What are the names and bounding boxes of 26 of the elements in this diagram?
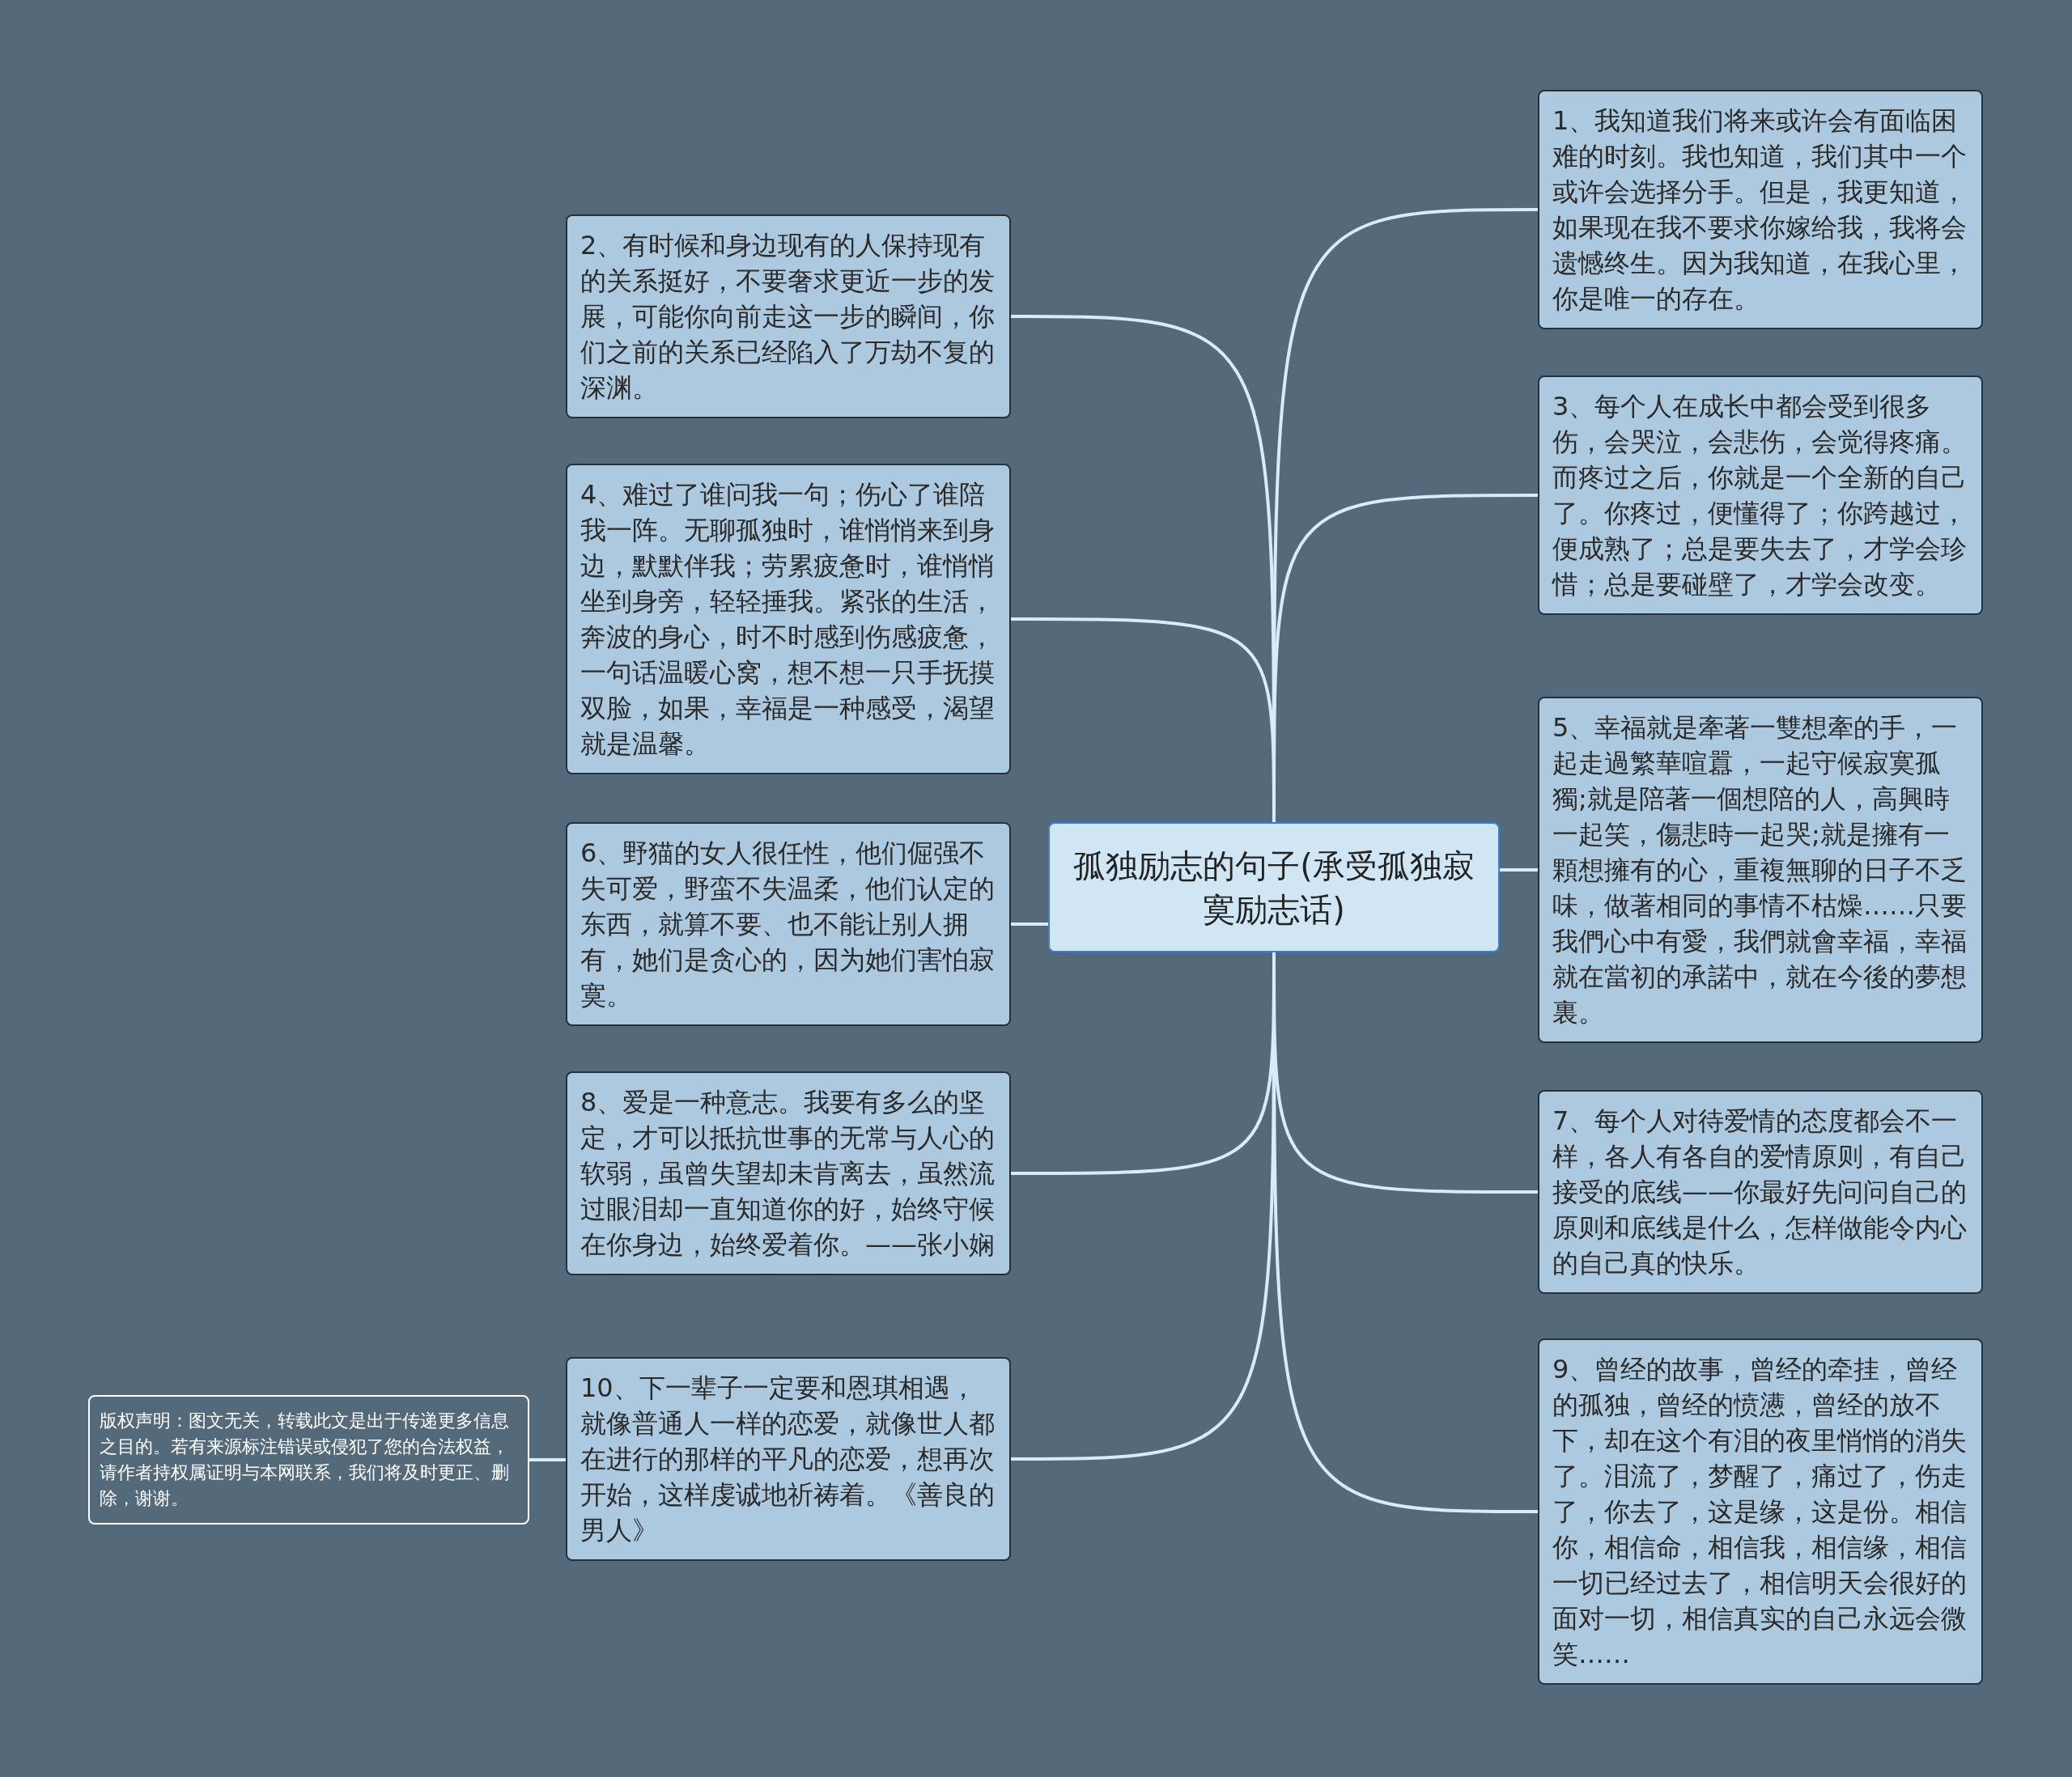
topic-text: 5、幸福就是牽著一雙想牽的手，一起走過繁華喧囂，一起守候寂寞孤獨;就是陪著一個想陪的人，高興時一起笑，傷悲時一起哭;就是擁有一顆想擁有的心，重複無聊的日子不乏味，做著相同的事情不枯燥……只要我們心中有愛，我們就會幸福，幸福就在當初的承諾中，就在今後的夢想裏。	[1552, 711, 1968, 1029]
topic-box	[566, 1357, 1011, 1561]
topic-box	[566, 822, 1011, 1026]
topic-text: 孤独励志的句子(承受孤独寂寞励志话)	[1072, 846, 1475, 930]
topic-text: 2、有时候和身边现有的人保持现有的关系挺好，不要奢求更近一步的发展，可能你向前走这一步的瞬间，你们之前的关系已经陷入了万劫不复的深渊。	[580, 229, 996, 405]
central-topic-box	[1048, 822, 1500, 952]
topic-text: 6、野猫的女人很任性，他们倔强不失可爱，野蛮不失温柔，他们认定的东西，就算不要、也不能让别人拥有，她们是贪心的，因为她们害怕寂寞。	[580, 837, 996, 1012]
topic-text: 7、每个人对待爱情的态度都会不一样，各人有各自的爱情原则，有自己接受的底线——你最好先问问自己的原则和底线是什么，怎样做能令内心的自己真的快乐。	[1552, 1105, 1968, 1280]
connector-line	[1011, 922, 1048, 926]
topic-text: 8、爱是一种意志。我要有多么的坚定，才可以抵抗世事的无常与人心的软弱，虽曾失望却未肯离去，虽然流过眼泪却一直知道你的好，始终守候在你身边，始终爱着你。——张小娴	[580, 1086, 996, 1262]
topic-box	[1538, 90, 1983, 329]
topic-text: 1、我知道我们将来或许会有面临困难的时刻。我也知道，我们其中一个或许会选择分手。但是，我更知道，如果现在我不要求你嫁给我，我将会遗憾终生。因为我知道，在我心里，你是唯一的存在。	[1552, 104, 1968, 316]
topic-box	[566, 214, 1011, 418]
topic-box	[1538, 375, 1983, 615]
connector-line	[1011, 617, 1276, 822]
connector-line	[529, 1458, 566, 1461]
topic-text: 9、曾经的故事，曾经的牵挂，曾经的孤独，曾经的愤懑，曾经的放不下，却在这个有泪的夜里悄悄的消失了。泪流了，梦醒了，痛过了，伤走了，你去了，这是缘，这是份。相信你，相信命，相信我，相信缘，相信一切已经过去了，相信明天会很好的面对一切，相信真实的自己永远会微笑……	[1552, 1353, 1968, 1671]
topic-box	[566, 1071, 1011, 1275]
topic-box	[1538, 1090, 1983, 1294]
topic-box	[566, 464, 1011, 774]
connector-line	[1500, 868, 1538, 872]
copyright-note-box	[88, 1395, 529, 1525]
topic-text: 4、难过了谁问我一句；伤心了谁陪我一阵。无聊孤独时，谁悄悄来到身边，默默伴我；劳累疲惫时，谁悄悄坐到身旁，轻轻捶我。紧张的生活，奔波的身心，时不时感到伤感疲惫，一句话温暖心窝，想不想一只手抚摸双脸，如果，幸福是一种感受，渴望就是温馨。	[580, 478, 996, 761]
topic-text: 10、下一辈子一定要和恩琪相遇，就像普通人一样的恋爱，就像世人都在进行的那样的平凡的恋爱，想再次开始，这样虔诚地祈祷着。《善良的男人》	[580, 1372, 996, 1547]
topic-text: 3、每个人在成长中都会受到很多伤，会哭泣，会悲伤，会觉得疼痛。而疼过之后，你就是一个全新的自己了。你疼过，便懂得了；你跨越过，便成熟了；总是要失去了，才学会珍惜；总是要碰壁了，才学会改变。	[1552, 390, 1968, 601]
note-text: 版权声明：图文无关，转载此文是出于传递更多信息之目的。若有来源标注错误或侵犯了您的合法权益，请作者持权属证明与本网联系，我们将及时更正、删除，谢谢。	[100, 1410, 510, 1510]
